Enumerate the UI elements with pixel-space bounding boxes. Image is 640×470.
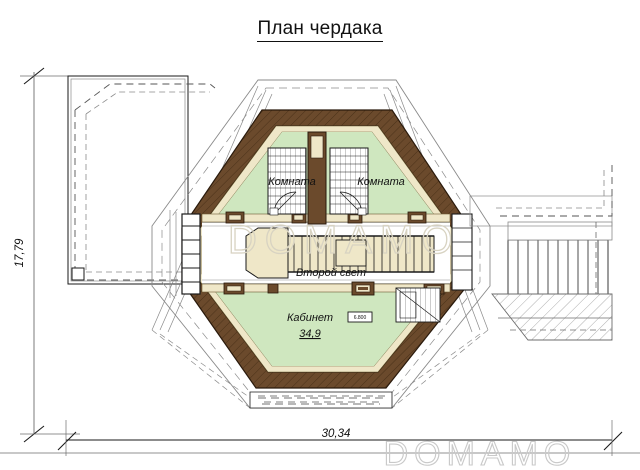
balcony-landing <box>335 239 367 267</box>
horizontal-dim-tick-left <box>57 431 77 451</box>
right-roof-overhang-dash <box>496 160 613 217</box>
horizontal-dimension-label: 30,34 <box>322 428 351 440</box>
watermark-bottom-right-group: DOMAMO <box>0 434 640 470</box>
elevation-marker-label: 6.800 <box>354 315 367 321</box>
vertical-dimension-label: 17,79 <box>14 238 26 267</box>
left-balcony-railing <box>169 210 201 298</box>
central-stairs <box>267 131 369 225</box>
study-stair <box>395 287 441 323</box>
stair-treads <box>268 155 368 205</box>
page-title: План чердака <box>0 18 640 42</box>
room-labels: Комната Комната Второй свет Кабинет 34,9 <box>268 176 404 340</box>
exterior-stair-treads <box>517 240 599 294</box>
right-exterior-stairs <box>451 195 613 341</box>
horizontal-dim-tick-right <box>603 431 623 451</box>
room-label-study: Кабинет <box>287 312 333 324</box>
page-title-text: План чердака <box>257 18 383 42</box>
balcony-bay <box>245 227 289 279</box>
left-terrace-outline <box>67 75 235 285</box>
watermark-bottom-right: DOMAMO <box>384 435 577 470</box>
right-balcony-strip <box>451 213 473 291</box>
watermark-center: DOMAMO <box>228 218 460 262</box>
central-wall-opening <box>310 135 324 159</box>
room-label-second-light: Второй свет <box>296 267 366 279</box>
door-swings <box>269 191 367 216</box>
interior-balcony <box>245 227 435 279</box>
bottom-overhang-dash <box>258 395 386 403</box>
terrace-corner-post <box>71 267 85 281</box>
roof-overhang-dash-inner <box>85 91 210 115</box>
room-label-left: Комната <box>268 176 315 188</box>
room-area-study: 34,9 <box>299 328 320 340</box>
elevation-marker: 6.800 <box>347 311 373 323</box>
dimension-lines: 17,79 30,34 <box>14 67 623 456</box>
exterior-terrace-hatched <box>491 293 613 341</box>
room-label-right: Комната <box>357 176 404 188</box>
roof-overhang-dash-outer <box>74 83 216 111</box>
openings-upper-band <box>225 211 427 224</box>
